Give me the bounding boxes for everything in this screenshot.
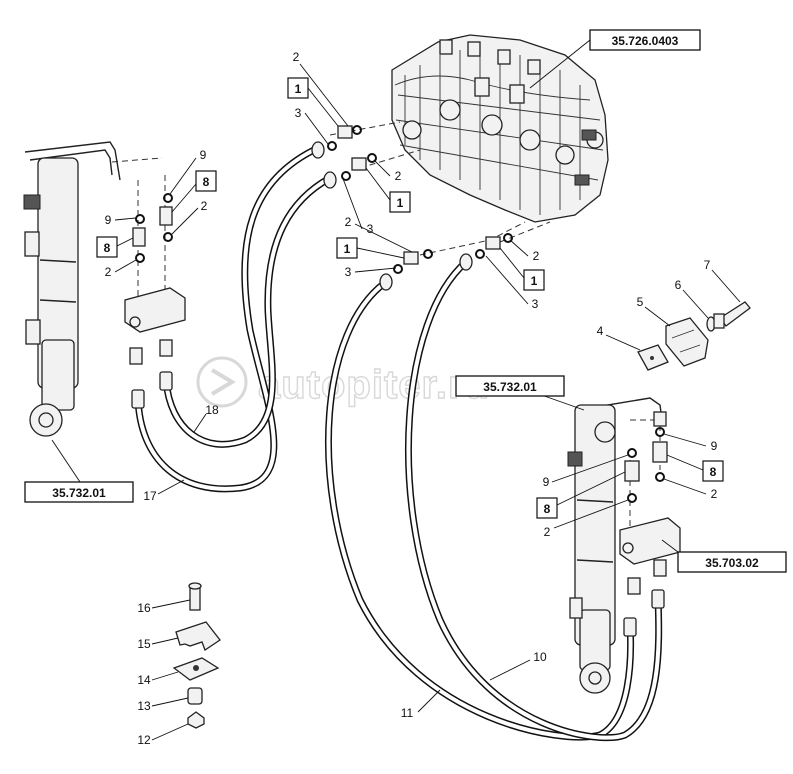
callout-2e: 2 bbox=[201, 199, 208, 213]
callout-5: 5 bbox=[637, 295, 644, 309]
callout-11: 11 bbox=[401, 706, 414, 720]
left-fittings bbox=[124, 193, 186, 365]
left-cylinder bbox=[23, 141, 121, 437]
callout-box-8c: 8 bbox=[710, 465, 717, 479]
long-hoses bbox=[325, 253, 665, 742]
control-valve bbox=[391, 34, 609, 223]
reference-boxes: 35.726.0403 35.732.01 35.732.01 35.703.0… bbox=[24, 29, 787, 573]
ref-cylinder-right: 35.732.01 bbox=[483, 380, 537, 394]
callout-box-1a: 1 bbox=[295, 82, 302, 96]
callout-2d: 2 bbox=[533, 249, 540, 263]
callout-14: 14 bbox=[137, 673, 151, 687]
callout-13: 13 bbox=[137, 699, 151, 713]
callout-box-8a: 8 bbox=[203, 175, 210, 189]
callout-3d: 3 bbox=[532, 297, 539, 311]
callout-9d: 9 bbox=[543, 475, 550, 489]
callout-18: 18 bbox=[205, 403, 219, 417]
ref-valve: 35.726.0403 bbox=[612, 34, 679, 48]
ref-block-right: 35.703.02 bbox=[705, 556, 759, 570]
callout-9b: 9 bbox=[105, 213, 112, 227]
clamp-parts-upper bbox=[637, 301, 751, 371]
callout-12: 12 bbox=[137, 733, 151, 747]
callout-9c: 9 bbox=[711, 439, 718, 453]
callout-10: 10 bbox=[533, 650, 547, 664]
callout-box-8d: 8 bbox=[544, 502, 551, 516]
watermark-text: autopiter.ru bbox=[258, 363, 490, 407]
clamp-parts-lower bbox=[172, 582, 221, 729]
callout-2g: 2 bbox=[711, 487, 718, 501]
callout-box-1c: 1 bbox=[344, 242, 351, 256]
boxed-callouts: 1 1 1 1 8 8 8 8 bbox=[96, 77, 724, 519]
callout-2f: 2 bbox=[105, 265, 112, 279]
ref-cylinder-left: 35.732.01 bbox=[52, 486, 106, 500]
callout-3a: 3 bbox=[295, 106, 302, 120]
callout-2a: 2 bbox=[293, 50, 300, 64]
number-callouts: 2 3 2 2 3 2 3 3 9 2 9 2 9 9 2 2 4 5 bbox=[105, 50, 741, 747]
callout-2c: 2 bbox=[345, 215, 352, 229]
callout-2h: 2 bbox=[544, 525, 551, 539]
callout-box-1b: 1 bbox=[397, 196, 404, 210]
callout-4: 4 bbox=[597, 324, 604, 338]
left-hoses bbox=[131, 141, 337, 493]
watermark: autopiter.ru bbox=[196, 356, 490, 408]
callout-16: 16 bbox=[137, 601, 151, 615]
callout-9a: 9 bbox=[200, 148, 207, 162]
callout-3b: 3 bbox=[367, 222, 374, 236]
callout-6: 6 bbox=[675, 278, 682, 292]
callout-box-1d: 1 bbox=[531, 274, 538, 288]
callout-2b: 2 bbox=[395, 169, 402, 183]
callout-7: 7 bbox=[704, 258, 711, 272]
callout-15: 15 bbox=[137, 637, 151, 651]
callout-box-8b: 8 bbox=[104, 241, 111, 255]
callout-17: 17 bbox=[143, 489, 157, 503]
callout-3c: 3 bbox=[345, 265, 352, 279]
right-fittings bbox=[619, 411, 681, 595]
